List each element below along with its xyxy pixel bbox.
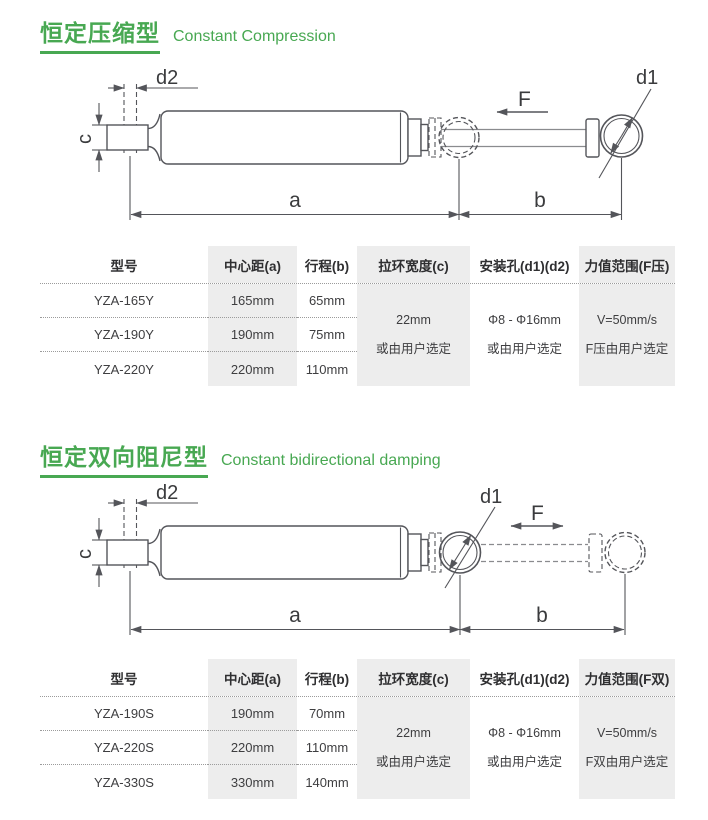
cell-stroke: 70mm: [297, 697, 357, 731]
cell-model: YZA-220Y: [94, 361, 154, 377]
cell-center-distance: 190mm: [208, 318, 297, 352]
force-label: F: [531, 502, 544, 525]
table-header-row: 型号 中心距(a) 行程(b) 拉环宽度(c) 安装孔(d1)(d2) 力值范围…: [40, 246, 675, 284]
left-eyelet-tab: [106, 124, 149, 151]
dim-label-b: b: [534, 189, 546, 212]
cell-stroke: 75mm: [297, 318, 357, 352]
cell-mounting-hole-merged: Φ8 - Φ16mm 或由用户选定: [486, 726, 562, 769]
section-title-zh: 恒定双向阻尼型: [40, 438, 208, 478]
cell-center-distance: 190mm: [208, 697, 297, 731]
dim-label-d2: d2: [156, 482, 178, 504]
table-body: YZA-165Y 165mm 65mm YZA-190Y 190mm 75mm …: [40, 284, 675, 386]
col-header-force-range: 力值范围(F压): [579, 246, 675, 283]
dim-label-d1: d1: [636, 67, 658, 89]
cell-model: YZA-220S: [40, 731, 208, 765]
section-title-en: Constant bidirectional damping: [221, 452, 441, 469]
compression-damper-diagram: d2 c F d1: [74, 67, 658, 220]
dashed-eyelet-ring: [438, 116, 480, 159]
cell-model: YZA-190S: [40, 697, 208, 731]
col-header-center-distance: 中心距(a): [208, 246, 297, 283]
cell-center-distance: 330mm: [208, 765, 297, 799]
cylinder-body: [160, 110, 409, 165]
damping-damper-diagram: d2 c d1 F: [74, 482, 646, 635]
section-title-compression: 恒定压缩型 Constant Compression: [40, 14, 336, 54]
cell-center-distance: 220mm: [208, 352, 297, 386]
cell-center-distance: 165mm: [208, 284, 297, 318]
cell-model: YZA-330S: [94, 774, 154, 790]
cell-center-distance: 220mm: [208, 731, 297, 765]
damping-spec-table: 型号 中心距(a) 行程(b) 拉环宽度(c) 安装孔(d1)(d2) 力值范围…: [40, 659, 675, 799]
dashed-eyelet-ring: [604, 531, 646, 574]
col-header-model: 型号: [110, 258, 138, 274]
dim-label-a: a: [289, 604, 301, 627]
col-header-force-range: 力值范围(F双): [579, 659, 675, 696]
section-title-zh: 恒定压缩型: [40, 14, 160, 54]
cell-stroke: 140mm: [305, 774, 349, 790]
left-eyelet-tab: [106, 539, 149, 566]
cell-mounting-hole-merged: Φ8 - Φ16mm 或由用户选定: [486, 313, 562, 356]
cell-stroke: 110mm: [297, 731, 357, 765]
dim-label-c: c: [74, 549, 96, 559]
section-title-damping: 恒定双向阻尼型 Constant bidirectional damping: [40, 438, 441, 478]
col-header-stroke: 行程(b): [304, 258, 350, 274]
cell-stroke: 110mm: [305, 361, 349, 377]
col-header-ring-width: 拉环宽度(c): [357, 246, 470, 283]
table-body: YZA-190S 190mm 70mm YZA-220S 220mm 110mm…: [40, 697, 675, 799]
col-header-center-distance: 中心距(a): [208, 659, 297, 696]
dim-label-b: b: [536, 604, 548, 627]
cell-force-range-merged: V=50mm/s F压由用户选定: [579, 284, 675, 386]
dim-label-d1: d1: [480, 486, 502, 508]
rod-eyelet-ring: [438, 531, 482, 574]
dim-label-d2: d2: [156, 67, 178, 89]
cell-model: YZA-165Y: [40, 284, 208, 318]
col-header-mounting-hole: 安装孔(d1)(d2): [479, 671, 570, 687]
cylinder-body: [160, 525, 409, 580]
cell-force-range-merged: V=50mm/s F双由用户选定: [579, 697, 675, 799]
col-header-mounting-hole: 安装孔(d1)(d2): [479, 258, 570, 274]
section-title-en: Constant Compression: [173, 28, 336, 45]
rod-eyelet-ring: [599, 114, 644, 158]
cell-stroke: 65mm: [297, 284, 357, 318]
dim-label-a: a: [289, 189, 301, 212]
compression-spec-table: 型号 中心距(a) 行程(b) 拉环宽度(c) 安装孔(d1)(d2) 力值范围…: [40, 246, 675, 386]
cell-model: YZA-190Y: [40, 318, 208, 352]
table-header-row: 型号 中心距(a) 行程(b) 拉环宽度(c) 安装孔(d1)(d2) 力值范围…: [40, 659, 675, 697]
col-header-model: 型号: [110, 671, 138, 687]
cell-ring-width-merged: 22mm 或由用户选定: [357, 284, 470, 386]
force-label: F: [518, 88, 531, 111]
col-header-ring-width: 拉环宽度(c): [357, 659, 470, 696]
dim-label-c: c: [74, 134, 96, 144]
cell-ring-width-merged: 22mm 或由用户选定: [357, 697, 470, 799]
col-header-stroke: 行程(b): [304, 671, 350, 687]
